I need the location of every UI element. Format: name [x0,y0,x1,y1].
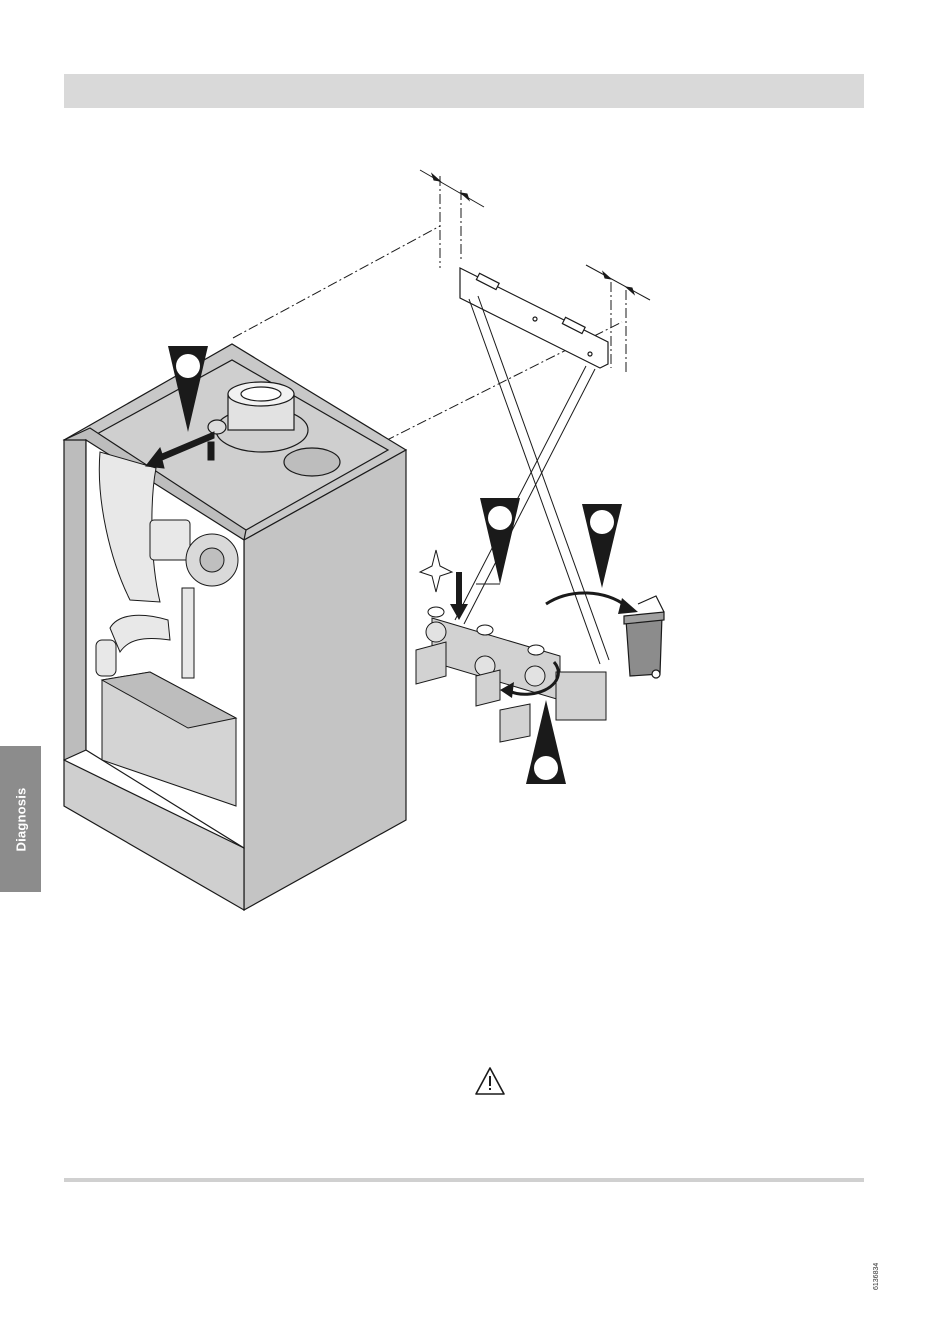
middle-callout [476,498,520,584]
boiler-installation-illustration [0,0,950,950]
dimension-arrows [420,170,650,300]
document-number-text: 6136834 [873,1272,880,1290]
connection-block [416,607,606,742]
mounting-bracket [460,268,608,368]
star-spark-icon [420,550,452,592]
footer-rule [64,1178,864,1182]
warning-icon [474,1066,506,1096]
down-arrow [450,572,468,620]
discard-arrowhead [618,598,638,614]
right-callout [582,504,622,588]
